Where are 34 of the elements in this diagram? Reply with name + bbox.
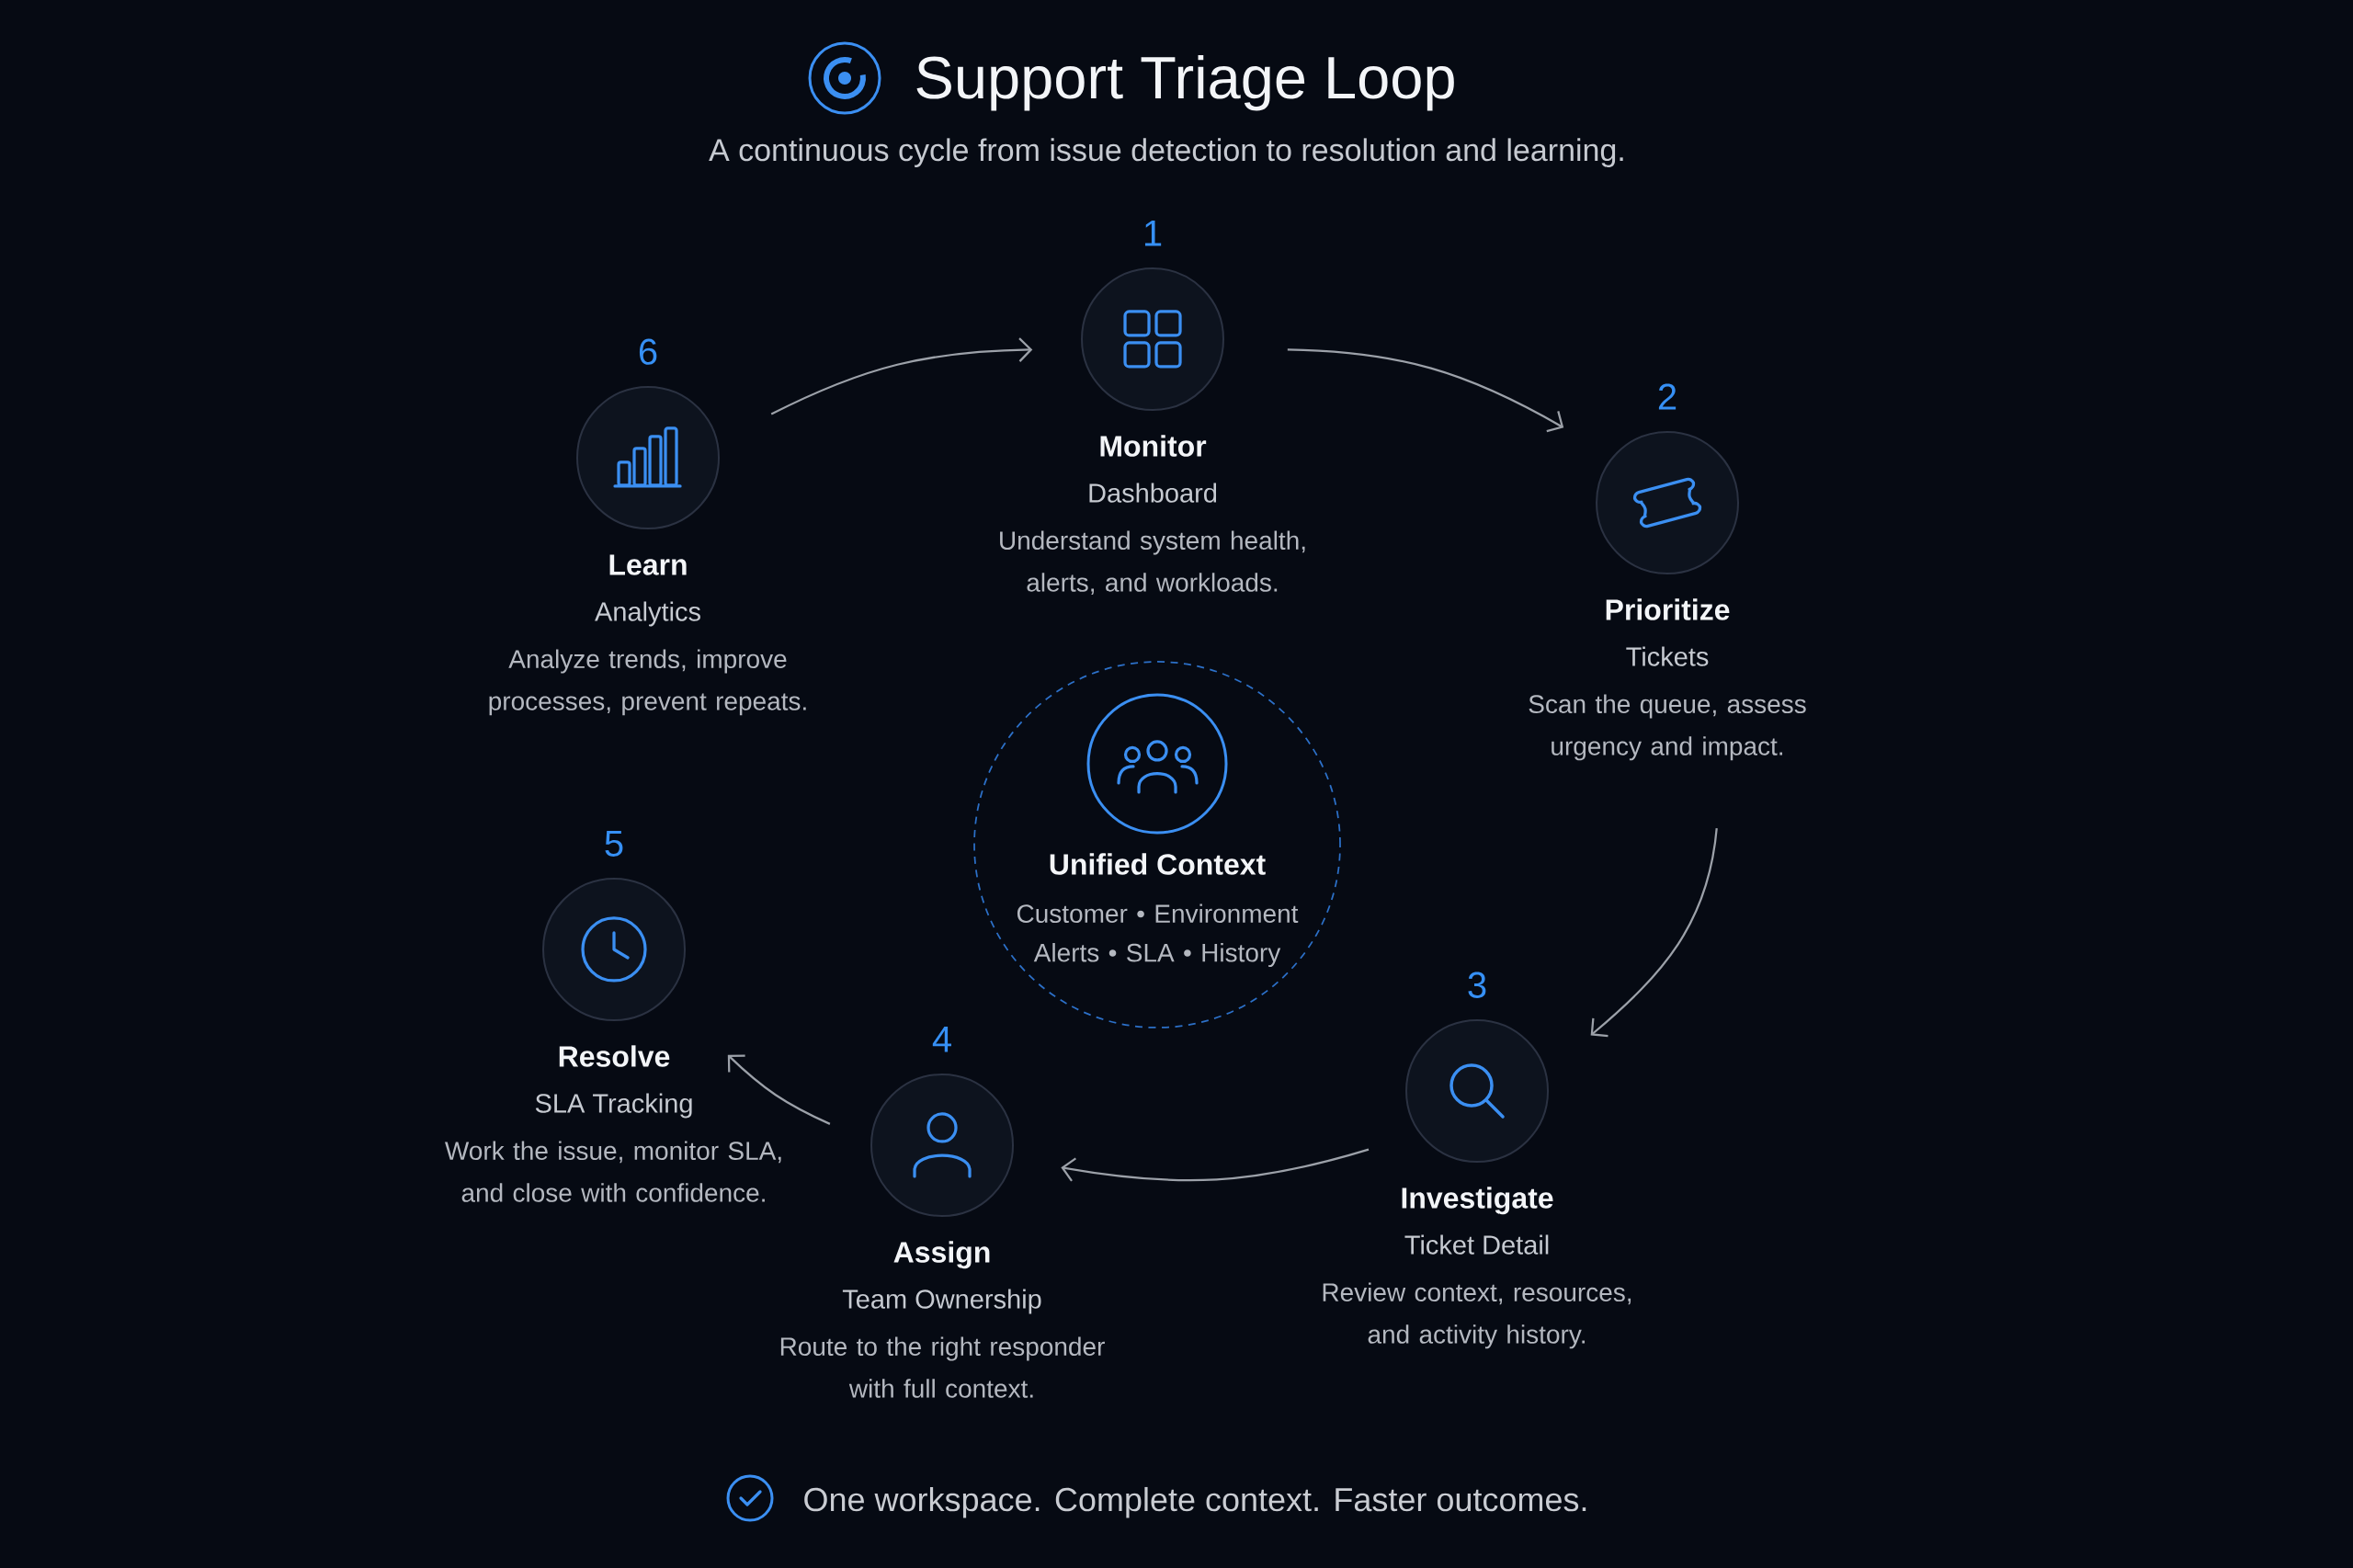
- arrow: [1287, 348, 1564, 433]
- step-number: 5: [605, 830, 623, 857]
- step-title: Assign: [893, 1241, 990, 1269]
- step-title: Learn: [609, 554, 687, 575]
- step-subtitle: Tickets: [1626, 646, 1709, 666]
- step-subtitle: SLA Tracking: [535, 1093, 692, 1119]
- step-number: 1: [1144, 220, 1162, 246]
- step-description: Route to the right responder with full context.: [780, 1336, 1105, 1398]
- step-number: 3: [1468, 971, 1486, 998]
- arrow: [770, 337, 1033, 415]
- step-number: 2: [1658, 383, 1677, 410]
- subtitle: A continuous cycle from issue detection to resolution and learning.: [709, 138, 1623, 168]
- arrow: [727, 1054, 831, 1125]
- step-title: Investigate: [1402, 1187, 1553, 1215]
- hub-title: Unified Context: [1050, 853, 1266, 875]
- step-description: Work the issue, monitor SLA, and close with confidence.: [445, 1141, 781, 1202]
- step-title: Prioritize: [1606, 598, 1730, 620]
- arrow: [1590, 828, 1718, 1038]
- step-title: Monitor: [1100, 435, 1207, 457]
- step-number: 4: [932, 1026, 951, 1052]
- tagline: One workspace. Complete context. Faster outcomes.: [804, 1486, 1586, 1518]
- step-subtitle: Dashboard: [1089, 483, 1217, 503]
- step-title: Resolve: [559, 1045, 670, 1067]
- step-description: Scan the queue, assess urgency and impact.: [1529, 694, 1806, 761]
- step-subtitle: Team Ownership: [842, 1289, 1041, 1314]
- step-description: Review context, resources, and activity history.: [1323, 1282, 1631, 1349]
- title: Support Triage Loop: [916, 54, 1454, 111]
- step-description: Analyze trends, improve processes, prevent repeats.: [489, 649, 806, 716]
- context-list: Customer • Environment Alerts • SLA • History: [1017, 903, 1299, 968]
- step-description: Understand system health, alerts, and workloads.: [1000, 530, 1305, 596]
- step-subtitle: Ticket Detail: [1404, 1234, 1549, 1255]
- arrow: [1061, 1148, 1370, 1182]
- step-subtitle: Analytics: [595, 601, 700, 627]
- step-number: 6: [639, 338, 657, 365]
